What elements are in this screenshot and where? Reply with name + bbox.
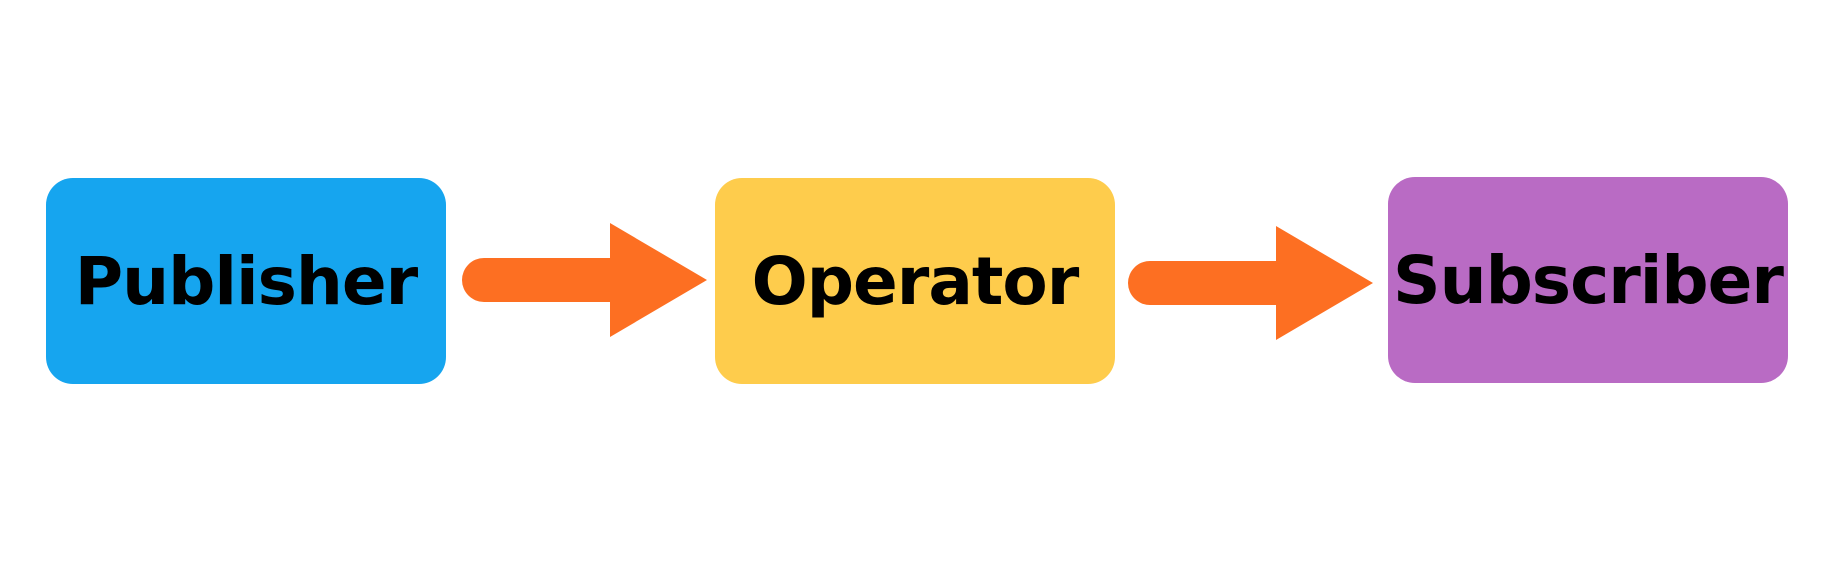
subscriber-box: Subscriber [1388,177,1788,383]
arrow-shape [1128,226,1373,340]
operator-box: Operator [715,178,1115,384]
operator-to-subscriber-arrow [1128,226,1373,340]
publisher-to-operator-arrow [462,223,707,337]
publisher-box: Publisher [46,178,446,384]
arrow-shape [462,223,707,337]
